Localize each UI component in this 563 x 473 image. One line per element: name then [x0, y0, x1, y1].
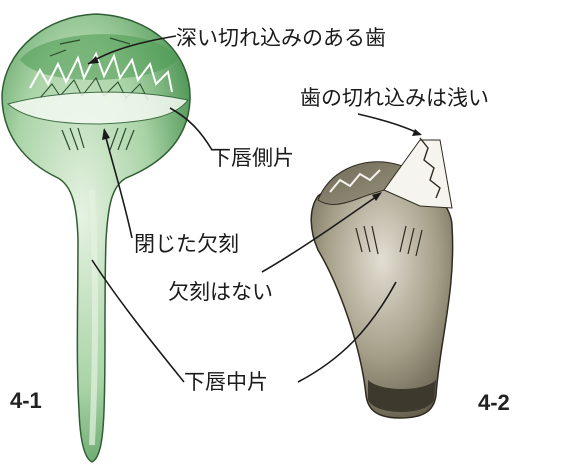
arrowhead-shallow-notch [412, 129, 422, 136]
left-stem-highlight [92, 190, 95, 445]
figure-number-4-1: 4-1 [10, 388, 42, 414]
figure-number-4-2: 4-2 [478, 390, 510, 416]
leader-shallow-notch [358, 114, 420, 134]
specimen-4-2 [311, 138, 452, 418]
label-no-notch: 欠刻はない [168, 280, 273, 304]
label-lower-lip-side-lobe: 下唇側片 [210, 146, 294, 170]
right-lobe-body [311, 175, 452, 418]
label-closed-notch: 閉じた欠刻 [134, 232, 239, 256]
label-shallow-notch-teeth: 歯の切れ込みは浅い [300, 86, 489, 110]
label-deep-notch-teeth: 深い切れ込みのある歯 [176, 26, 386, 50]
label-lower-lip-middle-lobe: 下唇中片 [184, 370, 268, 394]
